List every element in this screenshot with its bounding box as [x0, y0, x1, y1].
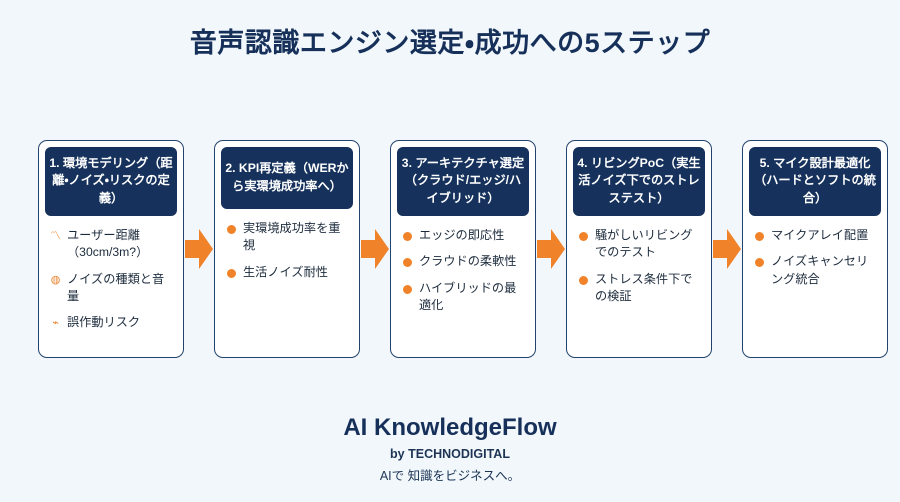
page-title: 音声認識エンジン選定・成功への5ステップ: [189, 28, 711, 58]
bullet-dot-icon: [755, 231, 764, 241]
list-item-label: ノイズの種類と音量: [67, 271, 165, 303]
step-card-3-body: エッジの即応性 クラウドの柔軟性 ハイブリッドの最適化: [397, 216, 529, 351]
connector-arrow-3: [536, 140, 566, 358]
list-item-label: クラウドの柔軟性: [419, 254, 517, 269]
connector-arrow-1: [184, 140, 214, 358]
step-card-5[interactable]: 5. マイク設計最適化（ハードとソフトの統合） マイクアレイ配置 ノイズキャンセ…: [742, 140, 888, 358]
bullet-dot-icon: [403, 231, 412, 241]
step-wrap-2: 2. KPI再定義（WERから実環境成功率へ） 実環境成功率を重視 生活ノイズ耐…: [214, 140, 360, 360]
bullet-dot-icon: [403, 284, 412, 294]
arrow-right-icon: [185, 226, 213, 272]
bullet-dot-icon: [579, 275, 588, 285]
arrow-right-icon: [537, 226, 565, 272]
list-item: 騒がしいリビングでのテスト: [577, 227, 702, 262]
list-item: 実環境成功率を重視: [225, 220, 350, 255]
step-card-2[interactable]: 2. KPI再定義（WERから実環境成功率へ） 実環境成功率を重視 生活ノイズ耐…: [214, 140, 360, 358]
step-wrap-3: 3. アーキテクチャ選定（クラウド/エッジ/ハイブリッド） エッジの即応性 クラ…: [390, 140, 536, 360]
list-item-label: エッジの即応性: [419, 227, 505, 242]
step-wrap-1: 1. 環境モデリング（距離・ノイズ・リスクの定義） 〽 ユーザー距離（30cm/…: [38, 140, 184, 360]
list-item-label: ハイブリッドの最適化: [419, 280, 517, 312]
list-item: ストレス条件下での検証: [577, 271, 702, 306]
footer-branding: AI KnowledgeFlow by TECHNODIGITAL AIで 知識…: [0, 414, 900, 484]
step-card-2-body: 実環境成功率を重視 生活ノイズ耐性: [221, 209, 353, 351]
bullet-dot-icon: [227, 268, 236, 278]
list-item: マイクアレイ配置: [753, 227, 878, 244]
step-card-4-header: 4. リビングPoC（実生活ノイズ下でのストレステスト）: [573, 147, 705, 216]
step-card-1-body: 〽 ユーザー距離（30cm/3m?） ◍ ノイズの種類と音量 ⌁ 誤作動リスク: [45, 216, 177, 351]
bullet-dot-icon: [755, 258, 764, 268]
brand-tagline: AIで 知識をビジネスへ。: [379, 469, 521, 483]
list-item-label: 誤作動リスク: [67, 315, 141, 330]
brand-by-line: by TECHNODIGITAL: [390, 447, 510, 461]
step-card-5-header: 5. マイク設計最適化（ハードとソフトの統合）: [749, 147, 881, 216]
step-card-2-header: 2. KPI再定義（WERから実環境成功率へ）: [221, 147, 353, 209]
bullet-dot-icon: [227, 225, 236, 234]
speaker-icon: ◍: [50, 273, 61, 286]
brand-name: AI KnowledgeFlow: [343, 414, 557, 442]
list-item-label: 実環境成功率を重視: [243, 221, 341, 253]
list-item: ◍ ノイズの種類と音量: [49, 271, 174, 306]
list-item: ノイズキャンセリング統合: [753, 253, 878, 288]
alert-icon: ⌁: [52, 317, 59, 330]
step-card-3-header: 3. アーキテクチャ選定（クラウド/エッジ/ハイブリッド）: [397, 147, 529, 216]
step-card-3[interactable]: 3. アーキテクチャ選定（クラウド/エッジ/ハイブリッド） エッジの即応性 クラ…: [390, 140, 536, 358]
bullet-dot-icon: [403, 258, 412, 268]
list-item-label: ユーザー距離（30cm/3m?）: [67, 227, 149, 260]
list-item-label: 騒がしいリビングでのテスト: [595, 227, 693, 260]
step-card-4-body: 騒がしいリビングでのテスト ストレス条件下での検証: [573, 216, 705, 351]
sound-wave-icon: 〽: [50, 229, 61, 242]
list-item: クラウドの柔軟性: [401, 253, 526, 270]
connector-arrow-4: [712, 140, 742, 358]
list-item-label: 生活ノイズ耐性: [243, 264, 328, 279]
arrow-right-icon: [361, 226, 389, 272]
connector-arrow-2: [360, 140, 390, 358]
step-card-1[interactable]: 1. 環境モデリング（距離・ノイズ・リスクの定義） 〽 ユーザー距離（30cm/…: [38, 140, 184, 358]
list-item-label: ノイズキャンセリング統合: [771, 254, 869, 286]
list-item-label: マイクアレイ配置: [771, 227, 869, 242]
bullet-dot-icon: [579, 231, 588, 241]
list-item: ⌁ 誤作動リスク: [49, 314, 174, 331]
step-card-5-body: マイクアレイ配置 ノイズキャンセリング統合: [749, 216, 881, 351]
arrow-right-icon: [713, 226, 741, 272]
list-item: エッジの即応性: [401, 227, 526, 244]
step-wrap-5: 5. マイク設計最適化（ハードとソフトの統合） マイクアレイ配置 ノイズキャンセ…: [742, 140, 888, 360]
step-wrap-4: 4. リビングPoC（実生活ノイズ下でのストレステスト） 騒がしいリビングでのテ…: [566, 140, 712, 360]
list-item: 生活ノイズ耐性: [225, 264, 350, 281]
list-item: ハイブリッドの最適化: [401, 280, 526, 315]
list-item-label: ストレス条件下での検証: [595, 271, 693, 303]
steps-row: 1. 環境モデリング（距離・ノイズ・リスクの定義） 〽 ユーザー距離（30cm/…: [38, 140, 888, 360]
list-item: 〽 ユーザー距離（30cm/3m?）: [49, 227, 174, 262]
step-card-1-header: 1. 環境モデリング（距離・ノイズ・リスクの定義）: [45, 147, 177, 216]
step-card-4[interactable]: 4. リビングPoC（実生活ノイズ下でのストレステスト） 騒がしいリビングでのテ…: [566, 140, 712, 358]
